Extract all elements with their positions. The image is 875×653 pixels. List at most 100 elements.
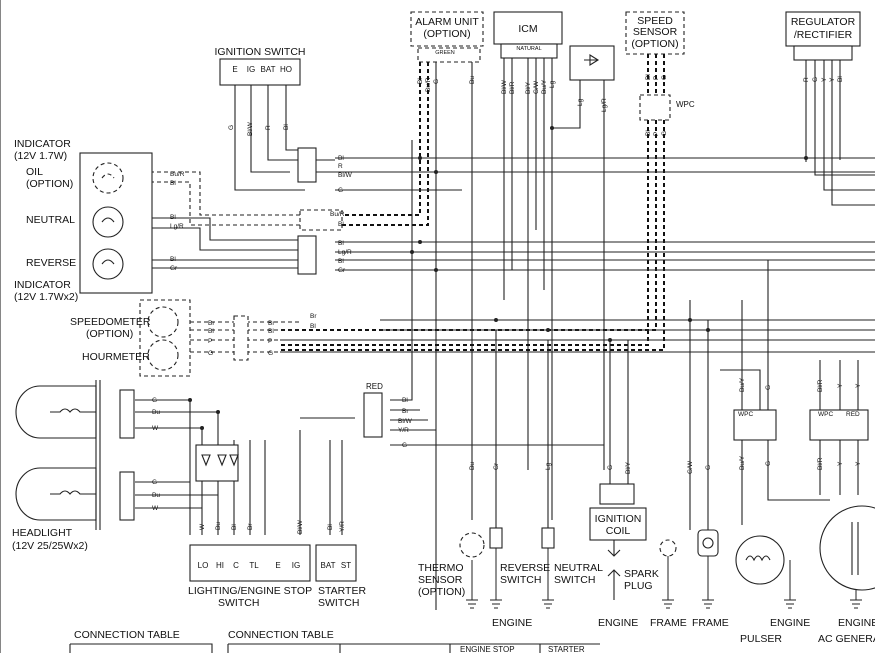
wc-rev-right-gr: Gr (338, 267, 346, 274)
reverse-label: REVERSE (26, 257, 76, 269)
wc-speedo-r-br-2: Br (310, 313, 317, 320)
wc-red-bl: Bl (402, 397, 408, 404)
wc-starter-bl: Bl (327, 524, 334, 530)
ac-generator-label: AC GENERA (818, 633, 875, 645)
diode-block (195, 444, 239, 482)
speedo-connector (233, 315, 249, 361)
thermo-sensor-label-2: SENSOR (418, 574, 463, 586)
wc-lower-g-2: G (705, 465, 712, 470)
starter-switch-sub: SWITCH (318, 597, 359, 609)
headlight-label: HEADLIGHT (12, 527, 73, 539)
wc-neutral-bur: Bu/R (330, 211, 345, 218)
wc-reverse-lamp-bl: Bl (170, 256, 176, 263)
ac-generator-icon (819, 505, 875, 591)
meter-panel (139, 299, 191, 377)
wc-head-top-g: G (152, 397, 157, 404)
connection-table-frame (69, 643, 600, 653)
alarm-connector (417, 47, 481, 63)
neutral-switch-icon (541, 527, 555, 549)
wc-lower-lg: Lg (545, 462, 552, 470)
icm-natural-label: NATURAL (516, 46, 541, 52)
starter-switch-box (315, 544, 357, 582)
wc-icm-blr: Bl/R (509, 81, 516, 94)
wc-speed-p-2: P (653, 132, 660, 136)
wc-red-g: G (402, 442, 407, 449)
wc-head-bot-w: W (152, 505, 159, 512)
wpc-connector-1 (297, 147, 317, 183)
wc-neutral-bl: Bl (338, 221, 344, 228)
thermo-sensor-icon (459, 532, 485, 558)
hourmeter-label: HOURMETER (82, 351, 150, 363)
icm-label: ICM (518, 23, 537, 35)
wc-light-w: W (199, 523, 206, 530)
wc-icm-lgr: Lg/R (601, 98, 608, 112)
ground-label-engine-4: ENGINE (838, 617, 875, 629)
spark-plug-label: SPARK (624, 568, 659, 580)
wc-lower-g: G (607, 465, 614, 470)
ign-term-e: E (232, 65, 237, 74)
wc-reverse-lamp-gr: Gr (170, 265, 178, 272)
wc-reg-r: R (803, 77, 810, 82)
table-head-engine-stop: ENGINE STOP (460, 645, 515, 653)
wc-speed-g-2: G (661, 131, 668, 136)
wc-icm-bly: Bl/Y (525, 81, 532, 94)
wc-head-top-bu: Bu (152, 409, 160, 416)
alarm-unit-label: ALARM UNIT (415, 16, 479, 28)
headlight-top-connector (119, 389, 135, 439)
wc-pulser-g: G (765, 385, 772, 390)
table-head-starter: STARTER (548, 645, 585, 653)
wc-reg-bl: Bl (837, 76, 844, 82)
wc-wpc-blw: Bl/W (338, 172, 353, 179)
wc-light-blw: Bl/W (297, 519, 304, 534)
alarm-green-label: GREEN (435, 50, 455, 56)
reverse-switch-label: REVERSE (500, 562, 550, 574)
reverse-switch-icon (489, 527, 503, 549)
starter-switch-label: STARTER (318, 585, 366, 597)
junction-dots (188, 126, 808, 430)
wc-rev-right-bl-2: Bl (338, 258, 344, 265)
headlight-bottom-icon (15, 467, 97, 521)
speedometer-option: (OPTION) (86, 328, 133, 340)
pulser-label: PULSER (740, 633, 782, 645)
regulator-box (785, 11, 861, 47)
ground-label-engine-3: ENGINE (770, 617, 810, 629)
wc-speedo-r-bl: Bl (268, 328, 274, 335)
neutral-lamp-icon (92, 206, 124, 238)
ignition-coil-box (589, 507, 647, 541)
wc-pulser-g-2: G (765, 461, 772, 466)
ign-term-ho: HO (280, 65, 292, 74)
frame-terminal-icon (697, 529, 719, 557)
pulser-wpc-label: WPC (738, 411, 753, 418)
speed-sensor-option: (OPTION) (631, 38, 678, 50)
indicator-panel (79, 152, 153, 294)
speed-sensor-label: SPEED (637, 15, 673, 27)
wc-wpc-r: R (338, 163, 343, 170)
wc-light-br: Br (247, 523, 254, 530)
wpc-connector-2 (297, 235, 317, 275)
wc-speedo-r-g: G (268, 350, 273, 357)
wc-lower-bly: Bl/Y (625, 461, 632, 474)
wc-rev-right-lgr: Lg/R (338, 249, 352, 256)
ign-term-bat: BAT (261, 65, 276, 74)
wc-wpc-bl: Bl (338, 155, 344, 162)
wc-rev-right-bl: Bl (338, 240, 344, 247)
wc-icm-lg-2: Lg (577, 98, 584, 106)
wc-reg-g: G (812, 77, 819, 82)
wc-speed-bl-2: Bl (645, 130, 652, 136)
wc-neutral-lamp-lgr: Lg/R (170, 223, 184, 230)
wc-speedo-g: G (208, 350, 213, 357)
regulator-label-2: /RECTIFIER (794, 29, 853, 41)
ignition-coil-connector (599, 483, 635, 505)
indicator-bottom-label: INDICATOR (14, 279, 71, 291)
speed-wpc-connector (639, 94, 671, 121)
oil-label: OIL (26, 166, 43, 178)
pulser-icon (735, 535, 785, 585)
wc-pulser-buy: Bu/Y (739, 377, 746, 392)
alarm-unit-option: (OPTION) (423, 28, 470, 40)
wc-alarm-bu: Bu (469, 76, 476, 84)
wc-light-bl: Bl (231, 524, 238, 530)
wc-speedo-p: P (208, 338, 212, 345)
ground-label-engine-2: ENGINE (598, 617, 638, 629)
ground-label-frame-2: FRAME (692, 617, 729, 629)
